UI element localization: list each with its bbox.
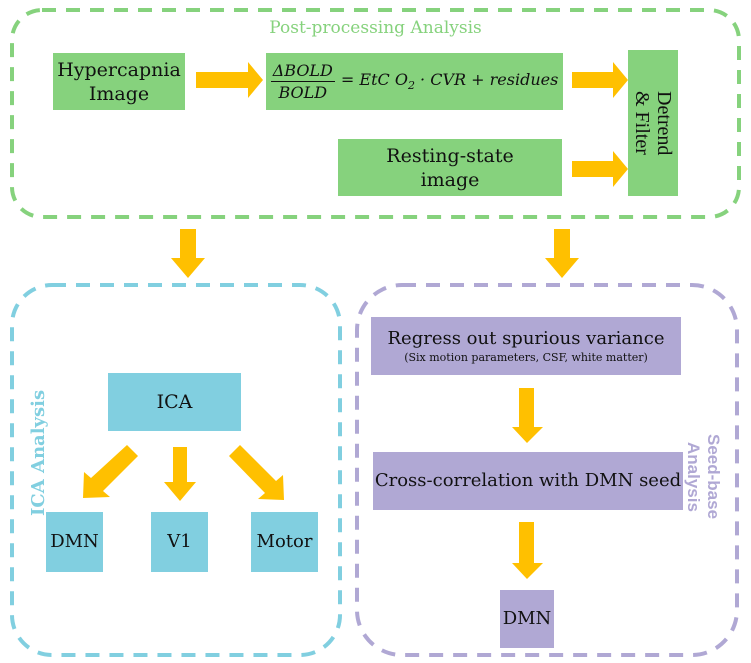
arrow-crosscorr-to-dmn (512, 522, 543, 579)
equation-subscript: 2 (407, 79, 415, 93)
ica-output-dmn: DMN (46, 512, 103, 572)
equation-numerator: ΔBOLD (270, 61, 335, 82)
equation-fraction: ΔBOLD BOLD (270, 61, 335, 102)
detrend-filter-box: Detrend & Filter (628, 50, 678, 196)
post-processing-title: Post-processing Analysis (269, 18, 482, 38)
ica-output-v1: V1 (151, 512, 208, 572)
resting-state-image-box: Resting-state image (338, 139, 562, 196)
v1-label: V1 (167, 531, 192, 552)
cross-correlation-label: Cross-correlation with DMN seed (374, 470, 682, 491)
hypercapnia-label-2: Image (88, 82, 150, 105)
arrow-ica-to-motor (229, 445, 284, 500)
cvr-equation-box: ΔBOLD BOLD = EtC O2 · CVR + residues (266, 53, 563, 110)
seed-title-line1: Seed-base (704, 434, 723, 520)
arrow-ica-to-dmn (83, 445, 138, 498)
detrend-label: Detrend (653, 90, 675, 156)
regress-spurious-variance-box: Regress out spurious variance (Six motio… (371, 317, 681, 375)
equation-denominator: BOLD (278, 83, 328, 102)
arrow-hypercapnia-to-equation (196, 62, 263, 98)
detrend-filter-label: Detrend & Filter (631, 91, 675, 155)
equation-rhs: = EtC O2 · CVR + residues (341, 70, 558, 92)
dmn-label: DMN (50, 531, 99, 552)
regress-note: (Six motion parameters, CSF, white matte… (404, 350, 648, 364)
arrow-regress-to-crosscorr (512, 388, 543, 443)
seed-frame (355, 283, 739, 657)
ica-frame (10, 283, 342, 657)
equation-rhs-post: · CVR + residues (420, 70, 559, 90)
regress-label: Regress out spurious variance (387, 327, 665, 349)
arrow-resting-to-detrend (572, 151, 628, 187)
ica-output-motor: Motor (251, 512, 318, 572)
ica-box: ICA (108, 373, 241, 431)
seed-based-analysis-title: Seed-base Analysis (683, 432, 723, 522)
arrow-ica-to-v1 (164, 447, 196, 501)
ica-label: ICA (156, 391, 193, 413)
seed-output-dmn: DMN (500, 590, 554, 648)
resting-state-label-2: image (420, 168, 480, 191)
seed-dmn-label: DMN (502, 608, 552, 629)
hypercapnia-image-box: Hypercapnia Image (53, 53, 185, 110)
arrow-equation-to-detrend (572, 62, 628, 98)
equation-rhs-pre: = EtC O (340, 70, 408, 90)
seed-title-line2: Analysis (684, 442, 703, 512)
filter-label: & Filter (631, 91, 653, 155)
hypercapnia-label: Hypercapnia (57, 58, 181, 81)
arrow-to-ica (171, 229, 205, 278)
resting-state-label: Resting-state (386, 144, 514, 167)
cross-correlation-box: Cross-correlation with DMN seed (373, 452, 683, 510)
cvr-equation: ΔBOLD BOLD = EtC O2 · CVR + residues (270, 61, 558, 102)
motor-label: Motor (256, 531, 313, 552)
arrow-to-seed (545, 229, 579, 278)
ica-analysis-title: ICA Analysis (28, 389, 49, 517)
